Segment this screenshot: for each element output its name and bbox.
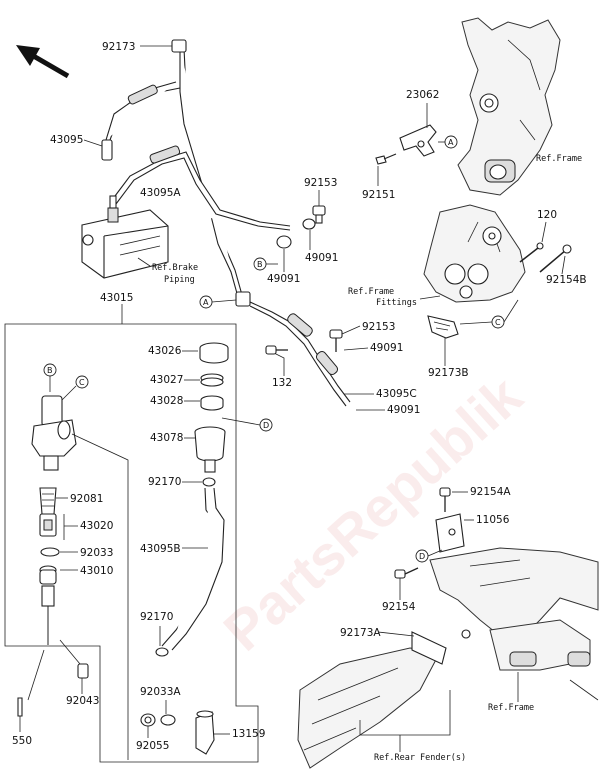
label-23062: 23062 bbox=[406, 89, 439, 101]
brake-hose-43095C bbox=[235, 291, 351, 407]
label-43015: 43015 bbox=[100, 292, 133, 304]
label-43095: 43095 bbox=[50, 134, 83, 146]
rear-fender bbox=[297, 647, 441, 769]
label-92055: 92055 bbox=[136, 740, 169, 752]
bolt-92154 bbox=[394, 567, 419, 579]
label-11056: 11056 bbox=[476, 514, 510, 526]
label-120: 120 bbox=[537, 209, 557, 221]
bolt-92153-mid bbox=[329, 329, 343, 352]
marker-b-left: B bbox=[47, 366, 53, 375]
marker-a: A bbox=[448, 138, 454, 147]
ref-brake-piping-2: Piping bbox=[164, 275, 195, 285]
ref-frame-fittings-1: Ref.Frame bbox=[348, 287, 394, 297]
bolt-92151 bbox=[375, 153, 397, 165]
piston-43020 bbox=[39, 513, 57, 537]
bolt-92153-upper bbox=[312, 205, 326, 224]
assembly-bracket-43015 bbox=[4, 323, 259, 763]
label-92154B: 92154B bbox=[546, 274, 587, 286]
fitting-13159 bbox=[195, 710, 215, 755]
bolt-120 bbox=[519, 242, 544, 263]
reservoir-cap-43026 bbox=[199, 342, 229, 364]
bolt-92154A bbox=[439, 487, 451, 512]
label-49091-c: 49091 bbox=[370, 342, 403, 354]
ref-frame-fittings-2: Fittings bbox=[376, 298, 417, 308]
frame-lower-right bbox=[429, 547, 599, 701]
label-43027: 43027 bbox=[150, 374, 183, 386]
label-92151: 92151 bbox=[362, 189, 395, 201]
brake-pipe-43095A bbox=[111, 145, 291, 231]
marker-d-bottom: D bbox=[419, 552, 425, 561]
marker-c-left: C bbox=[79, 378, 85, 387]
label-43028: 43028 bbox=[150, 395, 183, 407]
label-49091-a: 49091 bbox=[305, 252, 338, 264]
label-49091-d: 49091 bbox=[387, 404, 420, 416]
label-132: 132 bbox=[272, 377, 292, 389]
label-92154: 92154 bbox=[382, 601, 416, 613]
label-92173: 92173 bbox=[102, 41, 135, 53]
label-43078: 43078 bbox=[150, 432, 183, 444]
label-92170-lower: 92170 bbox=[140, 611, 173, 623]
ref-frame-bottom: Ref.Frame bbox=[488, 703, 534, 713]
label-92081: 92081 bbox=[70, 493, 103, 505]
label-92153-upper: 92153 bbox=[304, 177, 337, 189]
clamp-92033A bbox=[160, 714, 176, 726]
seal-92033 bbox=[40, 547, 60, 557]
label-92033: 92033 bbox=[80, 547, 113, 559]
master-cylinder-body bbox=[31, 395, 77, 471]
label-49091-b: 49091 bbox=[267, 273, 300, 285]
label-43095B: 43095B bbox=[140, 543, 181, 555]
label-43020: 43020 bbox=[80, 520, 113, 532]
plate-43028 bbox=[200, 395, 224, 411]
label-13159: 13159 bbox=[232, 728, 265, 740]
label-92173B: 92173B bbox=[428, 367, 469, 379]
bolt-132 bbox=[265, 345, 288, 355]
label-43095A: 43095A bbox=[140, 187, 181, 199]
label-92170-upper: 92170 bbox=[148, 476, 181, 488]
label-92033A: 92033A bbox=[140, 686, 181, 698]
pin-92043 bbox=[77, 663, 89, 679]
marker-c-right: C bbox=[495, 318, 501, 327]
marker-d-mid: D bbox=[263, 421, 269, 430]
marker-a-mid: A bbox=[203, 298, 209, 307]
label-92154A: 92154A bbox=[470, 486, 511, 498]
bracket-23062 bbox=[399, 124, 437, 157]
label-92173A: 92173A bbox=[340, 627, 381, 639]
front-direction-arrow-icon bbox=[16, 45, 70, 79]
ring-92055 bbox=[140, 713, 156, 727]
clamp-92170-lower bbox=[155, 647, 169, 657]
label-92043: 92043 bbox=[66, 695, 99, 707]
clip-92173B bbox=[427, 315, 459, 339]
ref-frame-top: Ref.Frame bbox=[536, 154, 582, 164]
clamp-92170-upper bbox=[202, 477, 216, 487]
ref-rear-fender: Ref.Rear Fender(s) bbox=[374, 753, 466, 763]
label-43095C: 43095C bbox=[376, 388, 417, 400]
diaphragm-43027 bbox=[200, 373, 224, 387]
push-rod-43010 bbox=[39, 565, 57, 645]
frame-upper-right bbox=[457, 17, 561, 196]
reservoir-tank-43078 bbox=[194, 426, 226, 473]
ref-brake-piping-1: Ref.Brake bbox=[152, 263, 198, 273]
reservoir-hose-43095B bbox=[161, 487, 225, 651]
label-43026: 43026 bbox=[148, 345, 182, 357]
bracket-11056 bbox=[435, 513, 465, 553]
bolt-92154B bbox=[539, 244, 572, 273]
gear-icon bbox=[482, 226, 502, 246]
label-92153-mid: 92153 bbox=[362, 321, 395, 333]
label-550: 550 bbox=[12, 735, 32, 747]
clip-92173A bbox=[411, 629, 471, 665]
cotter-pin-550 bbox=[17, 697, 23, 717]
marker-b-top: B bbox=[257, 260, 263, 269]
brake-hose-upper bbox=[101, 39, 243, 298]
abs-unit bbox=[81, 195, 169, 279]
label-43010: 43010 bbox=[80, 565, 113, 577]
frame-fitting-bracket bbox=[423, 204, 526, 303]
boot-92081 bbox=[39, 487, 57, 515]
